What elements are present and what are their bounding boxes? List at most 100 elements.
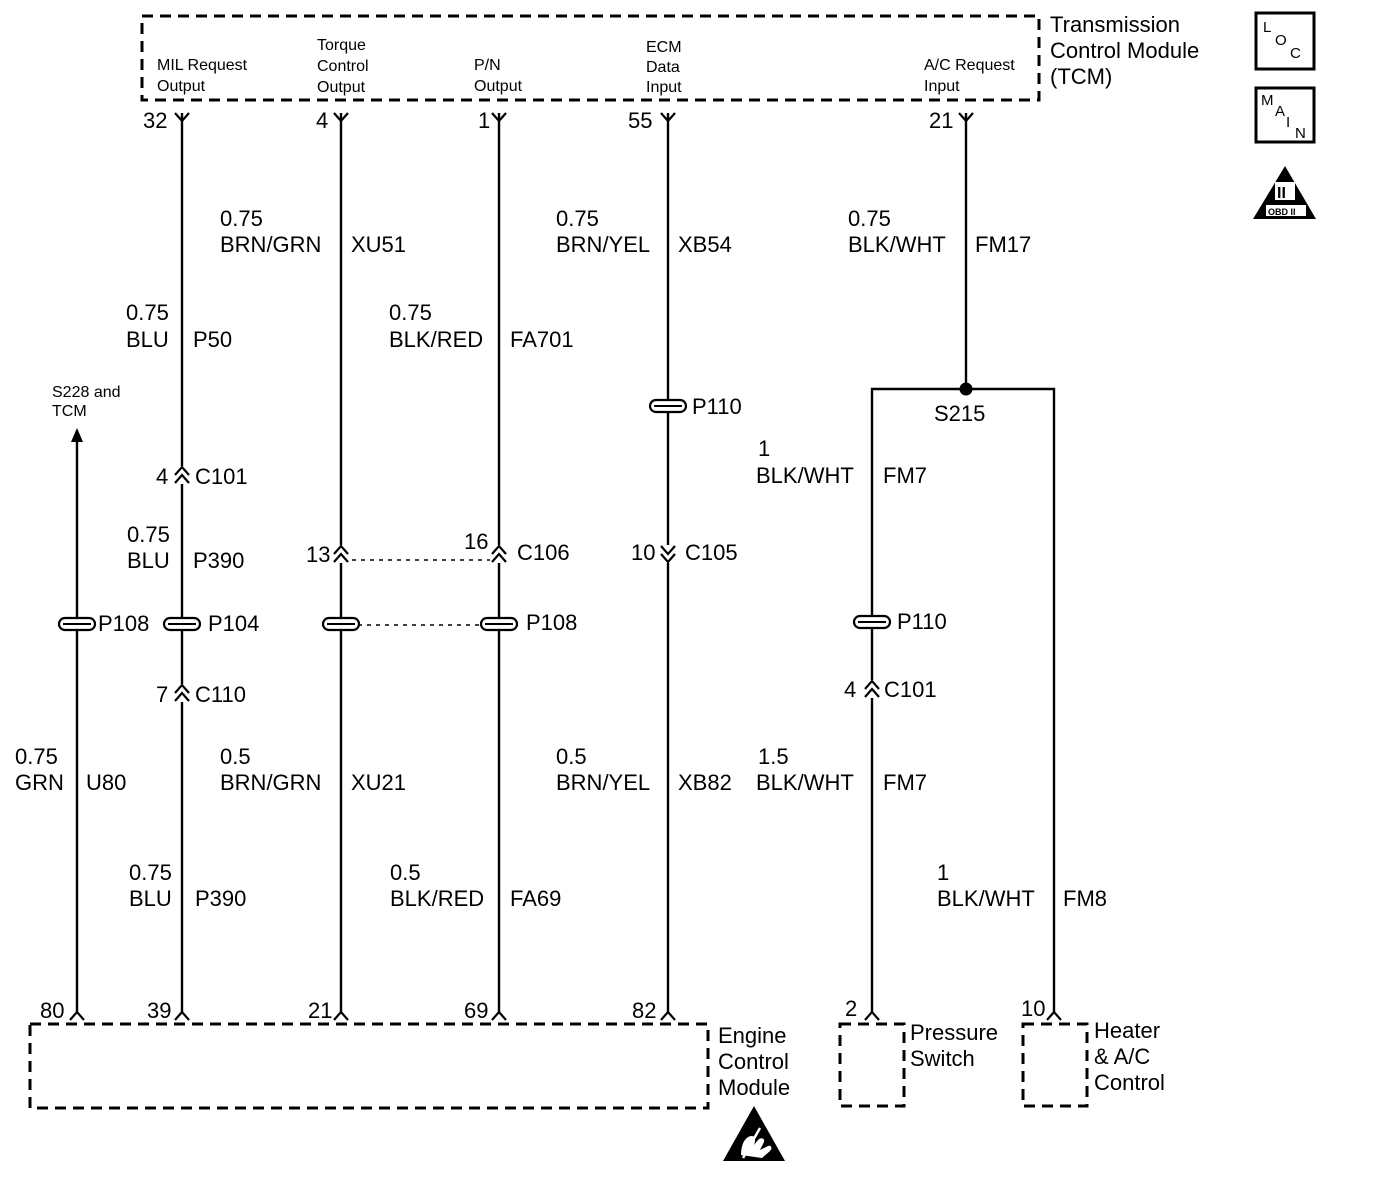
wire-size: 1.5 [758,744,789,769]
terminal-tcm-4-icon [333,112,349,123]
pressure-switch-label-line2: Switch [910,1046,975,1071]
wire-size: 1 [937,860,949,885]
connector-name: C101 [884,677,937,702]
connector-c110-icon [174,683,190,702]
pin-label-pn-1: P/N [474,57,501,74]
wire-color: BRN/GRN [220,232,321,257]
pin-label-torque-3: Output [317,79,366,96]
pin-number: 10 [1021,996,1045,1021]
pin-label-ac-2: Input [924,78,960,95]
wire-color: BRN/YEL [556,232,650,257]
terminal-ecm-69-icon [491,1010,507,1021]
wire-color: BLK/WHT [756,770,854,795]
pin-label-mil-2: Output [157,78,206,95]
tcm-label: Transmission Control Module (TCM) [1050,12,1199,89]
pass-through-p108-pn-icon [479,616,519,632]
wire-size: 0.5 [556,744,587,769]
pin-number: 21 [929,108,953,133]
wire-circuit: XB54 [678,232,732,257]
wire-circuit: P390 [193,548,244,573]
connector-labels: 4 C101 13 16 C106 10 C105 7 C110 4 C101 … [52,384,985,707]
wire-circuit: XU51 [351,232,406,257]
pass-through-p108-torque-icon [321,616,361,632]
wire-circuit: P390 [195,886,246,911]
wire-circuit: FM8 [1063,886,1107,911]
pass-through-p108-left-icon [57,616,97,632]
offpage-label-line2: TCM [52,403,87,420]
pin-label-ecm-data-2: Data [646,59,680,76]
connector-name: C101 [195,464,248,489]
connector-pin: 13 [306,542,330,567]
connector-c106-torque-icon [333,544,349,563]
wire-circuit: FM7 [883,770,927,795]
pin-number: 69 [464,998,488,1023]
connector-name: C105 [685,540,738,565]
pin-label-ecm-data-1: ECM [646,39,682,56]
main-icon-m: M [1261,92,1274,109]
wire-circuit: XB82 [678,770,732,795]
wire-color: BRN/YEL [556,770,650,795]
wire-size: 0.75 [15,744,58,769]
pin-number: 55 [628,108,652,133]
loc-icon-o: O [1275,32,1287,49]
wire-size: 0.5 [220,744,251,769]
connector-pin: 16 [464,529,488,554]
wire-color: BLU [129,886,172,911]
ecm-box [28,1022,710,1110]
heater-ac-label-line1: Heater [1094,1018,1160,1043]
ecm-label-line1: Engine [718,1023,787,1048]
pin-number: 32 [143,108,167,133]
pass-through-label: P110 [692,394,742,419]
wire-color: BLK/WHT [937,886,1035,911]
main-icon-n: N [1295,125,1306,142]
obd-ii-text: OBD II [1268,207,1296,217]
pressure-switch-box [838,1022,906,1108]
wire-size: 0.75 [556,206,599,231]
pin-label-ac-1: A/C Request [924,57,1015,74]
pass-through-p104-icon [162,616,202,632]
pin-numbers: 32 4 1 55 21 80 39 21 69 82 2 10 [40,108,1045,1023]
wire-size: 0.75 [220,206,263,231]
wire-labels: 0.75 BRN/GRN XU51 0.75 BRN/YEL XB54 0.75… [15,206,1107,911]
pin-number: 82 [632,998,656,1023]
wire-size: 0.75 [848,206,891,231]
pin-label-pn-2: Output [474,78,523,95]
ecm-label-line3: Module [718,1075,790,1100]
loc-icon-l: L [1263,19,1271,36]
pin-number: 2 [845,996,857,1021]
wire-color: BLK/WHT [756,463,854,488]
wire-size: 0.75 [127,522,170,547]
wire-size: 0.75 [389,300,432,325]
splice-label: S215 [934,401,985,426]
heater-ac-box [1021,1022,1089,1108]
ecm-label-line2: Control [718,1049,789,1074]
connector-c106-pn-icon [491,544,507,563]
terminal-tcm-21-icon [958,112,974,123]
pass-through-p110-top-icon [648,398,688,414]
pin-label-torque-1: Torque [317,37,366,54]
esd-warning-icon [723,1106,785,1161]
connector-pin: 7 [156,682,168,707]
wire-circuit: U80 [86,770,126,795]
loc-icon-c: C [1290,45,1301,62]
wire-color: GRN [15,770,64,795]
wire-circuit: P50 [193,327,232,352]
offpage-arrow-icon [71,428,83,442]
wire-circuit: FM17 [975,232,1031,257]
wire-circuit: FM7 [883,463,927,488]
connector-pin: 4 [156,464,168,489]
wire-circuit: XU21 [351,770,406,795]
pressure-switch-label: Pressure Switch [910,1020,998,1071]
pin-number: 4 [316,108,328,133]
ecm-label: Engine Control Module [718,1023,790,1100]
tcm-label-line3: (TCM) [1050,64,1112,89]
connector-name: C106 [517,540,570,565]
pin-number: 39 [147,998,171,1023]
wire-color: BLU [126,327,169,352]
pass-through-p110-right-icon [852,614,892,630]
terminal-ecm-21-icon [333,1010,349,1021]
terminal-ecm-82-icon [660,1010,676,1021]
connector-c101-right-icon [864,679,880,698]
wire-size: 0.75 [129,860,172,885]
